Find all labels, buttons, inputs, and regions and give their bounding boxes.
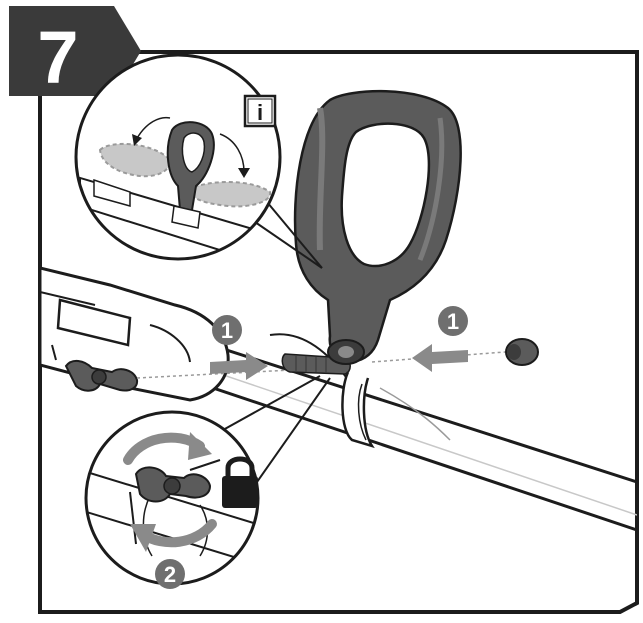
svg-text:1: 1 [221,318,233,343]
zoom-leader-top [254,195,323,269]
svg-text:1: 1 [447,309,459,334]
zoom-detail-lock [84,410,260,586]
step-tab: 7 [9,6,141,99]
insert-arrow-icon [371,344,506,372]
callout-badge-2: 2 [155,559,185,589]
padlock-icon [222,456,258,508]
insert-arrow-icon [210,352,268,380]
cap-nut [505,338,539,366]
loop-handle [293,89,462,365]
main-scene: 1 1 [40,89,637,532]
info-icon: i [257,100,263,125]
info-badge: i [243,94,277,128]
zoom-detail-rotation [74,53,282,261]
clamp-band [341,371,375,449]
callout-badge-1-right: 1 [438,306,468,336]
step-number: 7 [37,16,78,99]
rotate-arrows-icon [123,432,217,552]
svg-text:2: 2 [164,562,176,587]
step-frame [38,50,639,614]
wing-knob [64,360,331,392]
callout-badge-1-left: 1 [212,315,242,345]
